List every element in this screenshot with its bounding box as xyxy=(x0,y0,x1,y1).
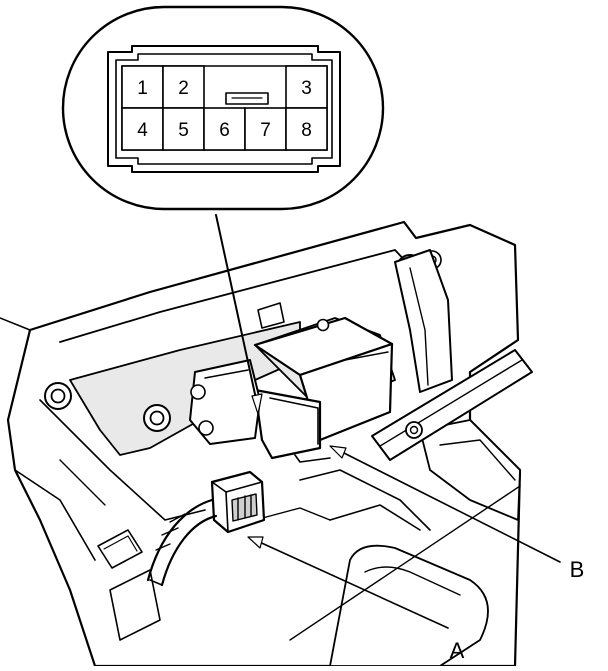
leader-lines xyxy=(215,214,561,641)
pin-cell: 1 xyxy=(121,65,164,109)
pin-cell: 2 xyxy=(162,65,205,109)
pin-cavity xyxy=(162,107,205,151)
pin-number: 1 xyxy=(137,78,148,99)
pin-number: 3 xyxy=(301,78,312,99)
pin-cavity xyxy=(121,107,164,151)
screw-boss-center xyxy=(143,404,171,432)
pin-cell: 7 xyxy=(244,107,287,151)
pin-cells: 1 2 3 4 5 6 7 8 xyxy=(121,65,328,151)
support-arm xyxy=(371,249,533,461)
pin-number: 2 xyxy=(178,78,189,99)
pin-cell: 3 xyxy=(285,65,328,109)
pin-cavity xyxy=(285,107,328,151)
pin-number: 4 xyxy=(137,120,148,141)
pin-cavity xyxy=(285,65,328,109)
control-module xyxy=(189,302,396,463)
pin-cell: 4 xyxy=(121,107,164,151)
harness-connector xyxy=(146,470,266,587)
pin-cavity xyxy=(121,65,164,109)
pin-cavity xyxy=(244,107,287,151)
pin-number: 8 xyxy=(301,120,312,141)
callout-a: A xyxy=(450,638,465,663)
pin-number: 6 xyxy=(219,120,230,141)
connector-inset: 1 2 3 4 5 6 7 8 xyxy=(61,5,385,211)
pin-cell: 5 xyxy=(162,107,205,151)
pin-cell: 6 xyxy=(203,107,246,151)
pin-cavity xyxy=(203,107,246,151)
callout-b: B xyxy=(570,557,585,582)
pin-number: 7 xyxy=(260,120,271,141)
pin-number: 5 xyxy=(178,120,189,141)
pin-cell: 8 xyxy=(285,107,328,151)
screw-boss-left xyxy=(44,382,72,410)
